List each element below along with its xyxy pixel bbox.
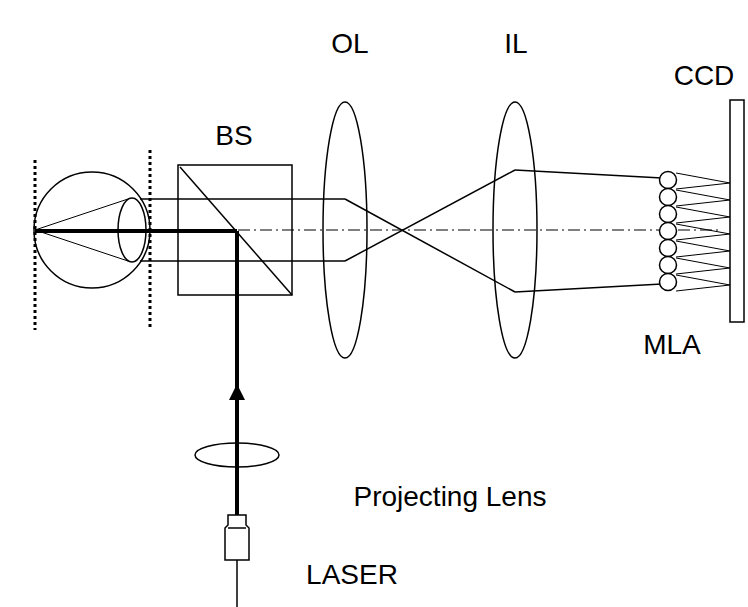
laser-beam (35, 229, 237, 233)
lenslet-rays (676, 173, 730, 291)
lenslet-ray (676, 275, 730, 291)
beam-ray (140, 198, 345, 200)
beam-ray (345, 170, 515, 261)
array-label: MLA (641, 330, 703, 361)
imaging-lens (493, 102, 537, 358)
lenslet (660, 240, 677, 257)
ccd-sensor (730, 100, 744, 322)
beam-ray (515, 170, 662, 178)
lenslet (660, 172, 677, 189)
projecting-lens (195, 443, 279, 467)
source-label: LASER (304, 560, 400, 591)
beam-ray (515, 284, 662, 292)
lenslet-ray (676, 173, 730, 189)
beam-splitter-label: BS (213, 121, 254, 152)
lenslet (660, 257, 677, 274)
lenslet-ray (676, 224, 730, 240)
lenslet (660, 274, 677, 291)
lenslet-ray (676, 258, 730, 274)
ray (35, 199, 128, 230)
laser-body (225, 515, 249, 560)
beam-ray (140, 260, 345, 262)
lens-label: OL (329, 29, 370, 60)
lenslet (660, 223, 677, 240)
beam-arrow (229, 384, 245, 400)
lenslet (660, 206, 677, 223)
ray (35, 230, 128, 261)
lenslet-ray (676, 207, 730, 223)
lenslet (660, 189, 677, 206)
lenslet-ray (676, 190, 730, 206)
lenslet-ray (676, 241, 730, 257)
beam-ray (345, 199, 515, 292)
lens-label: IL (502, 29, 529, 60)
laser-beam (235, 231, 239, 515)
sensor-label: CCD (672, 61, 737, 92)
laser-lead (236, 560, 238, 607)
microlens-array (660, 172, 677, 291)
laser-body (228, 527, 246, 529)
lens-label: Projecting Lens (351, 482, 548, 513)
laser-beam (235, 443, 239, 467)
objective-lens (323, 102, 367, 358)
